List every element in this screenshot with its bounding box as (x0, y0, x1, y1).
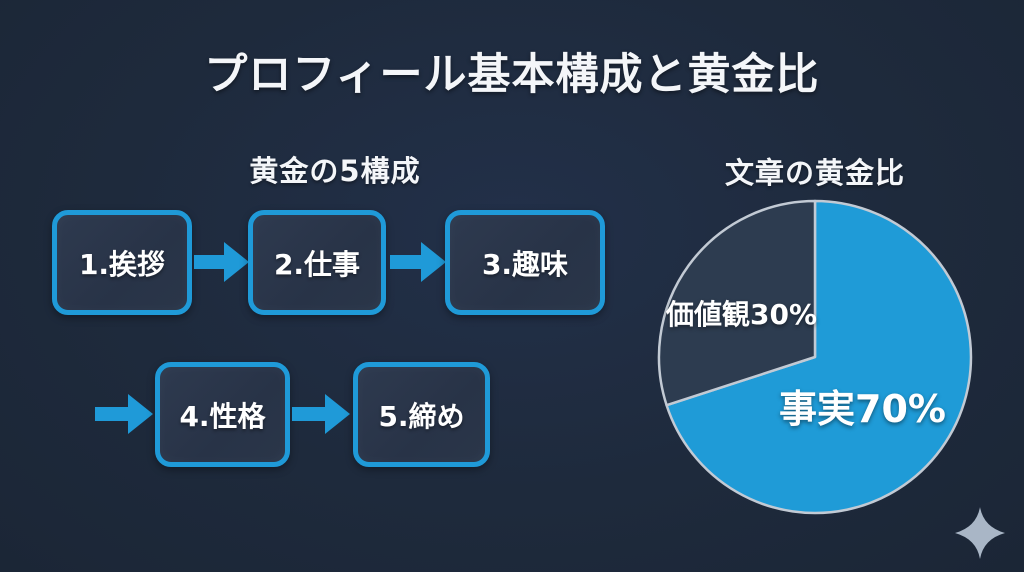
flow-step-label: 4.性格 (179, 399, 266, 433)
flow-arrow-icon (194, 242, 249, 282)
arrow-shaft (390, 255, 421, 269)
flow-step-hobby: 3.趣味 (445, 210, 605, 315)
pie-slice-label-facts: 事実70% (779, 387, 946, 431)
pie-segment-0 (665, 199, 973, 515)
pie-section-heading: 文章の黄金比 (724, 156, 905, 190)
flow-step-closing: 5.締め (353, 362, 490, 467)
arrow-shaft (95, 407, 128, 421)
flow-arrow-icon (95, 394, 153, 434)
flow-step-greeting: 1.挨拶 (52, 210, 192, 315)
arrow-shaft (194, 255, 224, 269)
flow-step-label: 3.趣味 (481, 247, 569, 281)
arrow-shaft (292, 407, 325, 421)
page-title: プロフィール基本構成と黄金比 (204, 50, 820, 100)
flow-step-work: 2.仕事 (248, 210, 386, 315)
flow-step-personality: 4.性格 (155, 362, 290, 467)
flow-arrow-icon (390, 242, 446, 282)
sparkle-icon (955, 507, 1005, 559)
flow-step-label: 5.締め (378, 399, 465, 433)
flow-step-label: 2.仕事 (273, 247, 361, 281)
arrow-head (325, 394, 350, 434)
flow-step-label: 1.挨拶 (78, 247, 166, 281)
arrow-head (128, 394, 153, 434)
pie-chart (657, 199, 973, 515)
pie-segment-1 (657, 199, 817, 407)
pie-chart-container (653, 195, 977, 519)
pie-slice-label-values: 価値観30% (666, 298, 818, 331)
flow-arrow-icon (292, 394, 350, 434)
arrow-head (224, 242, 249, 282)
arrow-head (421, 242, 446, 282)
flow-section-heading: 黄金の5構成 (249, 154, 421, 188)
